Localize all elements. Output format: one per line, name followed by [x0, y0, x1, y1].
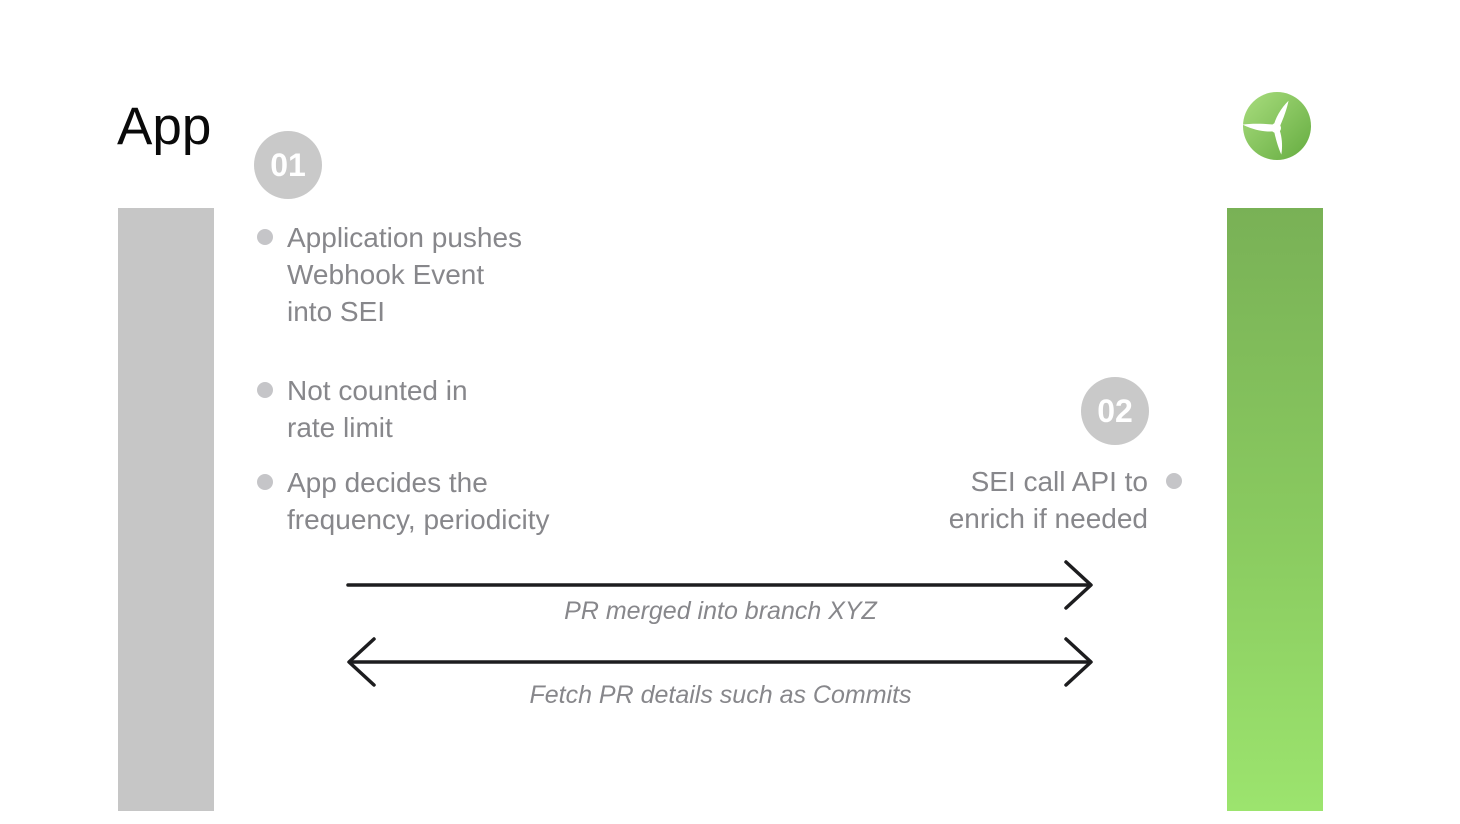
bullet-text: Application pushes Webhook Event into SE…	[287, 219, 522, 330]
step-1-badge: 01	[254, 131, 322, 199]
step-1-badge-number: 01	[270, 146, 306, 183]
step-2-badge-number: 02	[1097, 392, 1133, 429]
bullet-text-line: SEI call API to	[970, 466, 1148, 497]
step-2-badge: 02	[1081, 377, 1149, 445]
bullet-text: SEI call API to enrich if needed	[949, 463, 1148, 537]
bullet-text-line: into SEI	[287, 296, 386, 327]
bullet-icon	[257, 229, 273, 245]
bullet-text-line: rate limit	[287, 412, 393, 443]
arrow-2-label: Fetch PR details such as Commits	[529, 681, 912, 709]
list-item: Application pushes Webhook Event into SE…	[257, 219, 550, 330]
step-1-bullet-list: Application pushes Webhook Event into SE…	[257, 219, 550, 538]
bullet-text-line: Application pushes	[287, 222, 523, 253]
page-title: App	[117, 97, 212, 156]
bullet-icon	[257, 474, 273, 490]
sei-column-bar	[1227, 208, 1323, 811]
list-item: App decides the frequency, periodicity	[257, 464, 550, 538]
bullet-text-line: frequency, periodicity	[287, 504, 550, 535]
propeller-logo-icon	[1242, 92, 1311, 160]
list-item: Not counted in rate limit	[257, 372, 550, 446]
bullet-text-line: App decides the	[287, 467, 488, 498]
arrow-both-icon	[347, 637, 1093, 687]
app-column-bar	[118, 208, 214, 811]
arrow-1-label: PR merged into branch XYZ	[564, 597, 877, 625]
bullet-text: App decides the frequency, periodicity	[287, 464, 550, 538]
bullet-text: Not counted in rate limit	[287, 372, 468, 446]
bullet-text-line: Not counted in	[287, 375, 468, 406]
bullet-icon	[1166, 473, 1182, 489]
bullet-text-line: Webhook Event	[287, 259, 485, 290]
bullet-icon	[257, 382, 273, 398]
bullet-text-line: enrich if needed	[948, 503, 1148, 534]
step-2-bullet-item: SEI call API to enrich if needed	[949, 463, 1182, 537]
